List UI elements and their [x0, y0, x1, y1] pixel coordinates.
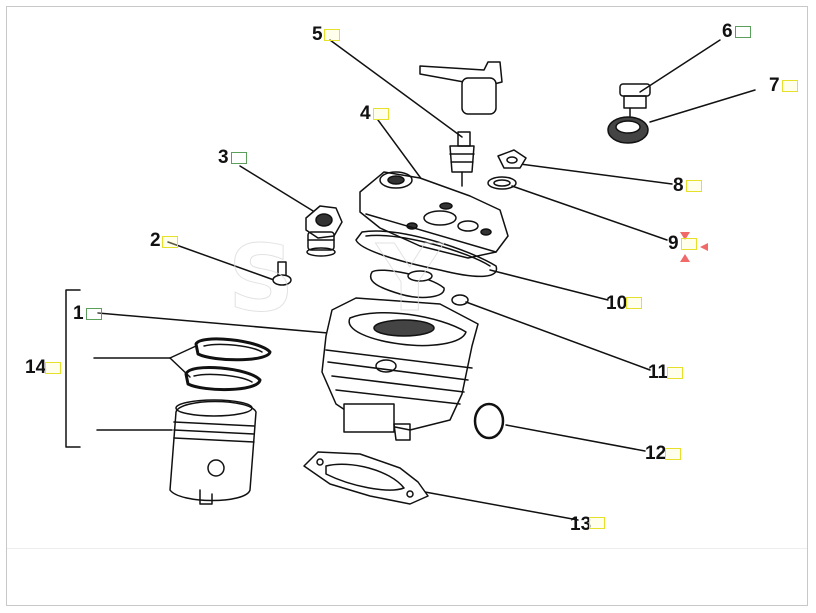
- part-12-o-ring: [473, 402, 505, 440]
- part-4-cylinder-head: [359, 171, 509, 259]
- hotspot-14[interactable]: [45, 362, 61, 374]
- part-5-spark-plug: [419, 61, 503, 187]
- hotspot-12[interactable]: [665, 448, 681, 460]
- hotspot-6[interactable]: [735, 26, 751, 38]
- hotspot-5[interactable]: [324, 29, 340, 41]
- callout-9[interactable]: 9: [668, 233, 679, 254]
- part-2-bleed-screw: [272, 261, 292, 286]
- hotspot-3[interactable]: [231, 152, 247, 164]
- part-1-cylinder: [321, 297, 479, 441]
- callout-3[interactable]: 3: [218, 147, 229, 168]
- callout-7[interactable]: 7: [769, 75, 780, 96]
- part-6-bolt: [619, 83, 651, 117]
- hotspot-13[interactable]: [589, 517, 605, 529]
- callout-14[interactable]: 14: [25, 357, 47, 378]
- part-14-piston-rings: [184, 337, 272, 392]
- part-11-o-ring: [369, 269, 469, 306]
- callout-2[interactable]: 2: [150, 230, 161, 251]
- callout-1[interactable]: 1: [73, 303, 84, 324]
- callout-10[interactable]: 10: [606, 293, 628, 314]
- callout-6[interactable]: 6: [722, 21, 733, 42]
- part-13-base-gasket: [303, 451, 429, 505]
- drawing-bottom-edge: [7, 548, 807, 549]
- part-10-head-gasket: [355, 230, 498, 278]
- hotspot-10[interactable]: [626, 297, 642, 309]
- callout-11[interactable]: 11: [648, 362, 669, 383]
- part-3-thermostat: [305, 205, 343, 257]
- hotspot-8[interactable]: [686, 180, 702, 192]
- hotspot-2[interactable]: [162, 236, 178, 248]
- hotspot-11[interactable]: [667, 367, 683, 379]
- part-7-nut: [607, 116, 649, 144]
- hotspot-9[interactable]: [681, 238, 697, 250]
- hotspot-1[interactable]: [86, 308, 102, 320]
- callout-8[interactable]: 8: [673, 175, 684, 196]
- callout-12[interactable]: 12: [645, 443, 667, 464]
- watermark-logo: S Y: [228, 225, 449, 333]
- callout-13[interactable]: 13: [570, 514, 592, 535]
- callout-4[interactable]: 4: [360, 103, 371, 124]
- hotspot-4[interactable]: [373, 108, 389, 120]
- part-8-nut: [497, 149, 527, 169]
- part-9-washer: [487, 176, 517, 190]
- part-14-piston: [169, 399, 257, 505]
- hotspot-7[interactable]: [782, 80, 798, 92]
- leader-lines: [65, 39, 756, 521]
- callout-5[interactable]: 5: [312, 24, 323, 45]
- selection-marker: [680, 232, 708, 262]
